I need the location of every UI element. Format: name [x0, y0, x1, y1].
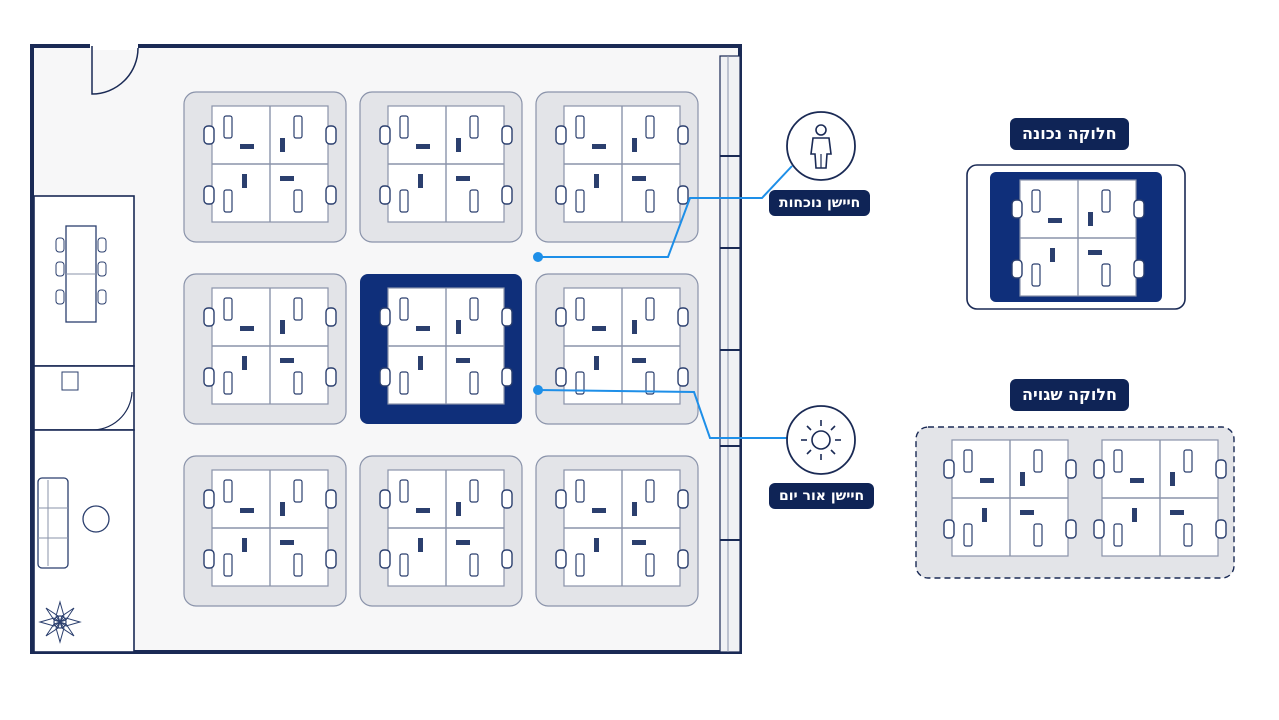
zone-4	[184, 274, 346, 424]
zone-5-highlighted	[360, 274, 522, 424]
zone-3	[536, 92, 698, 242]
zone-8	[360, 456, 522, 606]
daylight-sensor-label: חיישן אור יום	[769, 483, 875, 509]
occupancy-sensor-line	[538, 165, 793, 258]
plant-icon	[38, 600, 82, 644]
wrong-zoning-pod-right	[1093, 439, 1227, 557]
sun-icon	[786, 405, 856, 475]
occupancy-sensor-dot	[533, 252, 543, 262]
window-wall	[719, 55, 741, 653]
wrong-zoning-title: חלוקה שגויה	[1010, 379, 1129, 411]
zone-7	[184, 456, 346, 606]
zone-6	[536, 274, 698, 424]
sofa	[37, 477, 69, 569]
person-icon	[786, 111, 856, 181]
correct-zoning-pod	[1011, 179, 1145, 297]
meeting-table	[55, 225, 107, 323]
occupancy-sensor-label: חיישן נוכחות	[769, 190, 871, 216]
zone-9	[536, 456, 698, 606]
correct-zoning-title: חלוקה נכונה	[1010, 118, 1129, 150]
daylight-sensor-line	[537, 389, 790, 439]
zone-2	[360, 92, 522, 242]
daylight-sensor-dot	[533, 385, 543, 395]
wrong-zoning-pod-left	[943, 439, 1077, 557]
entrance-door	[91, 46, 139, 95]
round-table	[82, 505, 110, 533]
zone-1	[184, 92, 346, 242]
utility-room	[33, 365, 135, 431]
